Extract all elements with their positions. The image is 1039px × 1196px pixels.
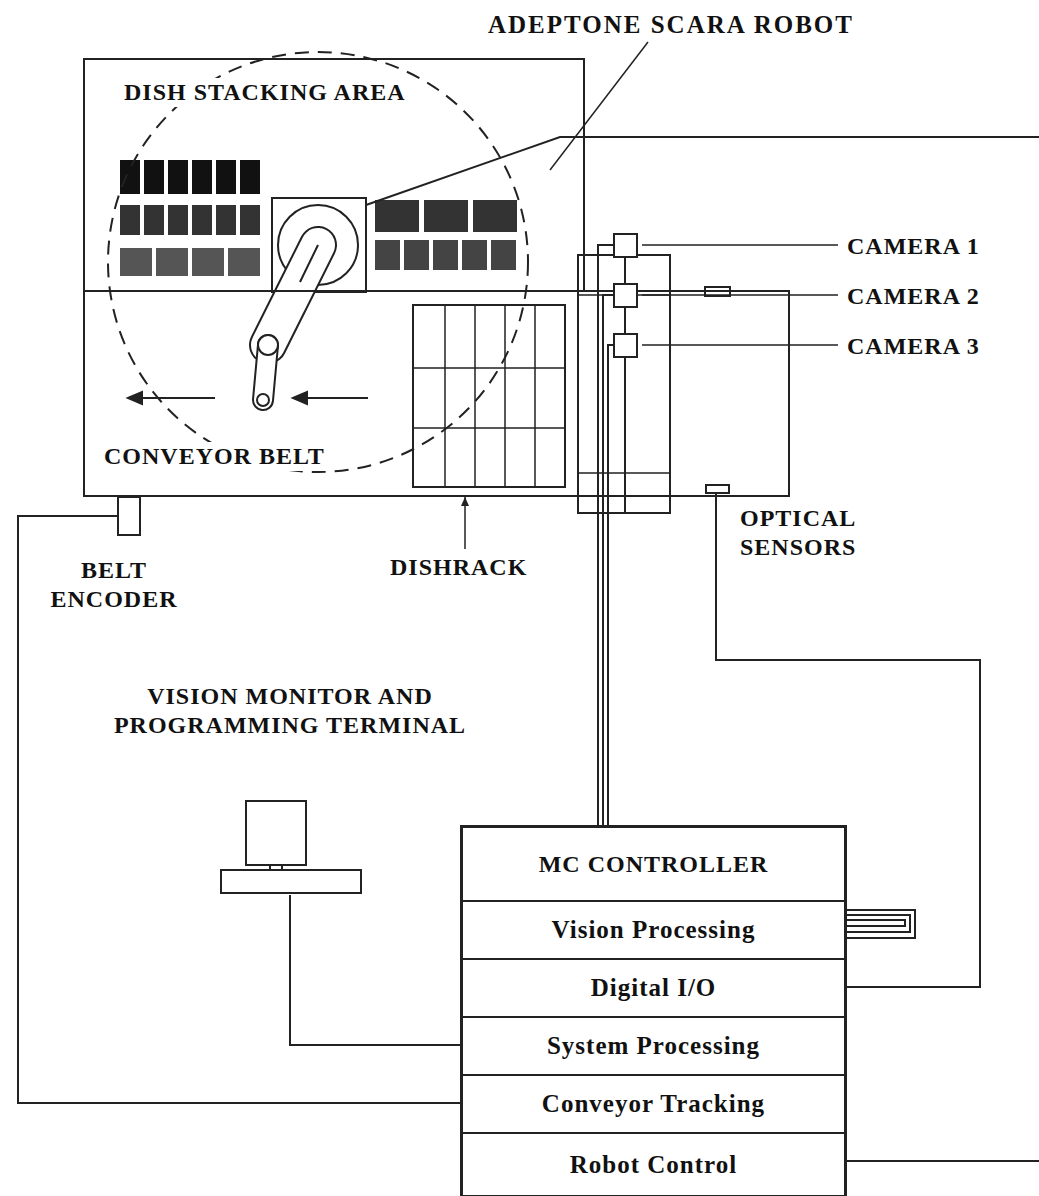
dishrack-outline — [413, 305, 565, 487]
dish-stack — [216, 160, 236, 194]
elbow-joint — [258, 335, 278, 355]
dish-stack — [216, 205, 236, 235]
node-box: Robot Control — [463, 1132, 844, 1195]
node-box: OPTICAL SENSORS — [705, 484, 730, 494]
robot-wire — [847, 1160, 1039, 1162]
robot-wire — [366, 137, 1039, 205]
dish-stack — [473, 200, 517, 232]
part-label: DISHRACK — [390, 553, 527, 582]
node-box: CAMERA 1 — [613, 233, 638, 258]
dish-stack — [433, 240, 458, 270]
dish-stack — [404, 240, 429, 270]
node-box: Digital I/O — [463, 958, 844, 1016]
belt-direction — [128, 392, 368, 404]
signal-wire — [290, 895, 463, 1045]
dish-stack — [424, 200, 468, 232]
camera-gantry — [578, 255, 670, 513]
dish-stack — [375, 200, 419, 232]
monitor-stand — [270, 865, 282, 870]
node-label: CAMERA 3 — [847, 332, 980, 361]
dish-stack — [375, 240, 400, 270]
leader-head — [461, 497, 469, 506]
dish-stack — [240, 160, 260, 194]
monitor-screen — [246, 801, 306, 865]
node-label: DISH STACKING AREA — [120, 78, 410, 107]
node-label: Conveyor Tracking — [542, 1089, 765, 1119]
node-box: Vision Processing — [463, 900, 844, 958]
belt-arrowhead — [293, 392, 307, 404]
node-box: CAMERA 3 — [613, 333, 638, 358]
node-label: MC CONTROLLER — [463, 828, 844, 900]
node-box: Conveyor Tracking — [463, 1074, 844, 1132]
leader-line — [550, 42, 648, 170]
node-box: VISION MONITOR AND PROGRAMMING TERMINAL — [220, 800, 362, 895]
node-box: CONVEYOR BELT — [83, 290, 790, 497]
dish-stack — [228, 248, 260, 276]
dish-stack — [240, 205, 260, 235]
node-label: Vision Processing — [552, 915, 756, 945]
leader-line — [642, 245, 838, 345]
keyboard — [221, 870, 361, 893]
robot-reach-circle — [108, 52, 528, 472]
part-label: ADEPTONE SCARA ROBOT — [488, 10, 854, 40]
dish-stack — [462, 240, 487, 270]
node-label: System Processing — [547, 1031, 760, 1061]
dish-stack — [168, 205, 188, 235]
node-label: CONVEYOR BELT — [100, 442, 329, 471]
dish-stack — [144, 205, 164, 235]
dish-stack — [156, 248, 188, 276]
dishrack-bars — [413, 305, 565, 487]
dish-stack — [192, 160, 212, 194]
gantry-bar — [578, 295, 670, 473]
node-label: CAMERA 2 — [847, 282, 980, 311]
dish-stack — [120, 248, 152, 276]
belt-arrow — [305, 397, 368, 399]
node-box: BELT ENCODER — [117, 496, 141, 536]
node-box: DISH STACKING AREA — [83, 58, 585, 292]
camera-frame — [578, 255, 670, 513]
arm-link — [300, 245, 318, 282]
upper-arm-outline — [268, 245, 318, 345]
node-box: CAMERA 2 — [613, 283, 638, 308]
dish-stack — [192, 205, 212, 235]
node-label: BELT ENCODER — [34, 556, 194, 614]
terminal-icon — [220, 800, 362, 895]
node-label: OPTICAL SENSORS — [740, 504, 880, 562]
robot-arm — [257, 198, 366, 406]
belt-arrow — [140, 397, 215, 399]
dish-stack — [144, 160, 164, 194]
signal-wire — [18, 516, 463, 1103]
dish-stack — [192, 248, 224, 276]
node-label: CAMERA 1 — [847, 232, 980, 261]
dish-stack — [120, 160, 140, 194]
node-label: Digital I/O — [591, 973, 717, 1003]
node-box: System Processing — [463, 1016, 844, 1074]
dishrack-grid — [413, 305, 565, 487]
belt-arrowhead — [128, 392, 142, 404]
dish-stack — [168, 160, 188, 194]
node-box: MC CONTROLLER Vision ProcessingDigital I/… — [460, 825, 847, 1196]
dish-stack — [491, 240, 516, 270]
node-label: Robot Control — [570, 1150, 737, 1180]
upper-arm — [268, 245, 318, 345]
gripper — [257, 394, 269, 406]
dish-stack — [120, 205, 140, 235]
node-label: VISION MONITOR AND PROGRAMMING TERMINAL — [45, 682, 535, 740]
